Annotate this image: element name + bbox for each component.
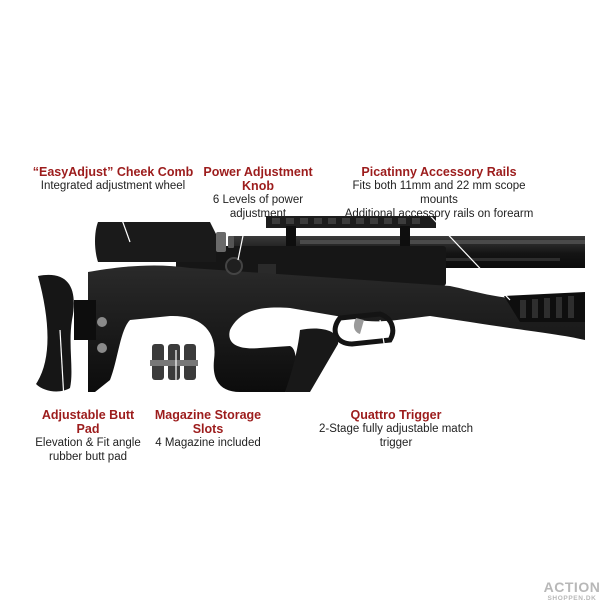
callout-desc: Additional accessory rails on forearm bbox=[344, 208, 534, 220]
callout-desc: Integrated adjustment wheel bbox=[40, 180, 186, 192]
callout-cheek-comb: “EasyAdjust” Cheek Comb Integrated adjus… bbox=[28, 165, 198, 193]
callout-title: Picatinny Accessory Rails bbox=[361, 165, 517, 179]
trigger bbox=[353, 318, 364, 334]
callout-desc: 2-Stage fully adjustable match trigger bbox=[318, 423, 474, 449]
callout-desc: 4 Magazine included bbox=[155, 437, 261, 449]
cheek-comb bbox=[95, 222, 234, 262]
store-watermark: ACTION SHOPPEN.DK bbox=[540, 579, 604, 604]
leader-butt-pad bbox=[59, 329, 65, 401]
butt-pad bbox=[36, 274, 107, 392]
leader-rails bbox=[419, 204, 511, 301]
callout-title: Power Adjustment Knob bbox=[203, 165, 313, 193]
leader-power-knob bbox=[237, 191, 253, 261]
leader-cheek-comb bbox=[111, 191, 131, 243]
callout-desc: Elevation & Fit angle bbox=[35, 437, 141, 449]
leader-trigger bbox=[379, 319, 396, 407]
stock-body bbox=[88, 265, 585, 392]
callout-desc: rubber butt pad bbox=[48, 451, 127, 463]
callout-magazine-slots: Magazine Storage Slots 4 Magazine includ… bbox=[138, 408, 278, 450]
callout-picatinny-rails: Picatinny Accessory Rails Fits both 11mm… bbox=[334, 165, 544, 221]
forearm-rail bbox=[504, 292, 585, 322]
callout-title: Magazine Storage Slots bbox=[154, 408, 262, 436]
callout-trigger: Quattro Trigger 2-Stage fully adjustable… bbox=[310, 408, 482, 450]
barrel-highlight bbox=[300, 240, 585, 244]
callout-desc: Fits both 11mm and 22 mm scope mounts bbox=[352, 180, 526, 206]
pistol-grip bbox=[285, 328, 339, 392]
callout-title: “EasyAdjust” Cheek Comb bbox=[32, 165, 194, 179]
trigger-guard bbox=[332, 311, 396, 347]
watermark-line2: SHOPPEN.DK bbox=[547, 595, 597, 602]
callout-desc: 6 Levels of power adjustment bbox=[212, 194, 304, 220]
magazines bbox=[150, 344, 198, 380]
callout-title: Quattro Trigger bbox=[350, 408, 442, 422]
watermark-line1: ACTION bbox=[543, 579, 601, 595]
callout-butt-pad: Adjustable Butt Pad Elevation & Fit angl… bbox=[30, 408, 146, 464]
callout-title: Adjustable Butt Pad bbox=[41, 408, 135, 436]
power-knob bbox=[225, 257, 243, 275]
callout-power-knob: Power Adjustment Knob 6 Levels of power … bbox=[186, 165, 330, 221]
